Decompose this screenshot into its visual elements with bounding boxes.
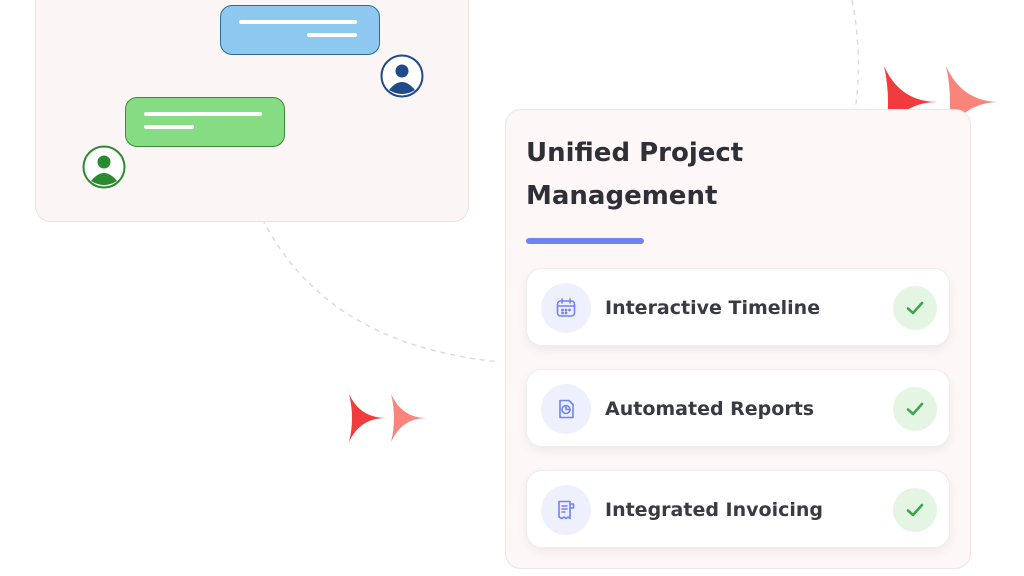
feature-card: Unified Project Management [505,109,971,569]
arrow-shape-icon [391,394,426,442]
arrow-shape-icon [349,394,386,442]
message-text-line [144,112,262,116]
feature-item: Interactive Timeline [526,268,950,346]
user-avatar-icon [380,54,424,98]
check-icon [893,286,937,330]
chat-panel [35,0,469,222]
dashed-orbit-arc-top [851,0,860,111]
message-text-line [144,125,194,129]
feature-label: Automated Reports [605,398,815,420]
feature-item: Integrated Invoicing [526,470,950,548]
user-avatar-icon [82,145,126,189]
title-accent-underline [526,238,644,244]
feature-label: Integrated Invoicing [605,499,823,521]
card-title: Unified Project Management [526,138,744,211]
chat-bubble-outgoing [125,97,285,147]
message-text-line [307,33,357,37]
feature-item: Automated Reports [526,369,950,447]
dashed-orbit-arc [257,209,501,363]
report-icon [541,384,591,434]
arrow-shape-icon [946,66,1000,138]
check-icon [893,387,937,431]
message-text-line [239,20,357,24]
invoice-receipt-icon [541,485,591,535]
chat-bubble-incoming [220,5,380,55]
arrow-shape-icon [884,66,938,138]
feature-label: Interactive Timeline [605,297,821,319]
calendar-icon [541,283,591,333]
check-icon [893,488,937,532]
